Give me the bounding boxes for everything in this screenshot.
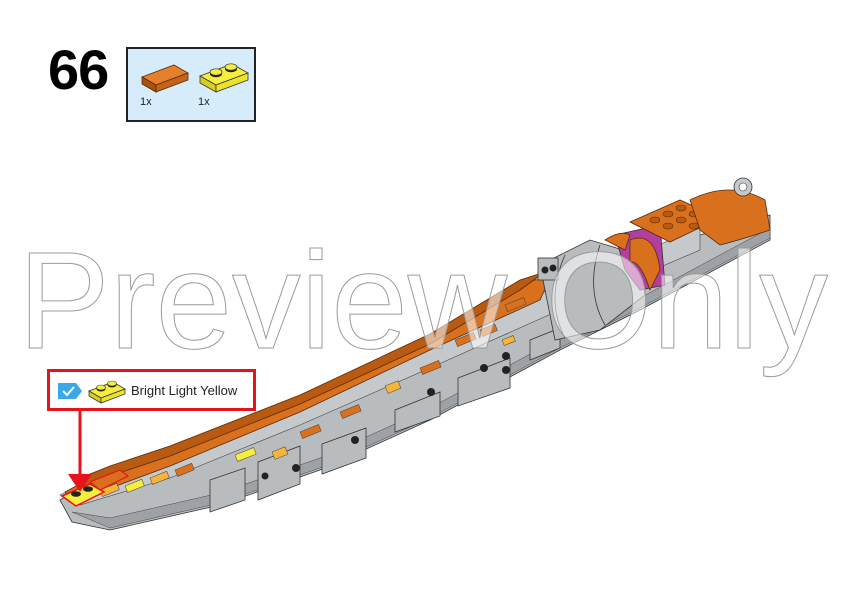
- side-bricks: [99, 297, 527, 497]
- color-callout: Bright Light Yellow: [47, 369, 256, 411]
- parts-list: 1x 1x: [126, 47, 256, 122]
- part-yellow-plate: [198, 59, 250, 95]
- step-number: 66: [48, 38, 109, 101]
- bracket-holes: [261, 352, 510, 480]
- part-orange-tile: [140, 63, 190, 95]
- part-qty: 1x: [140, 96, 152, 108]
- part-qty: 1x: [198, 96, 210, 108]
- rear-orange-assembly: [604, 177, 771, 292]
- cylinder-section: [537, 239, 646, 341]
- check-tag-icon: [58, 383, 82, 399]
- plate-1x2-icon: [199, 63, 249, 93]
- new-orange-tile: [88, 469, 130, 491]
- plate-1x2-icon: [88, 380, 126, 404]
- tile-1x2-icon: [141, 64, 189, 93]
- color-name-label: Bright Light Yellow: [131, 383, 238, 398]
